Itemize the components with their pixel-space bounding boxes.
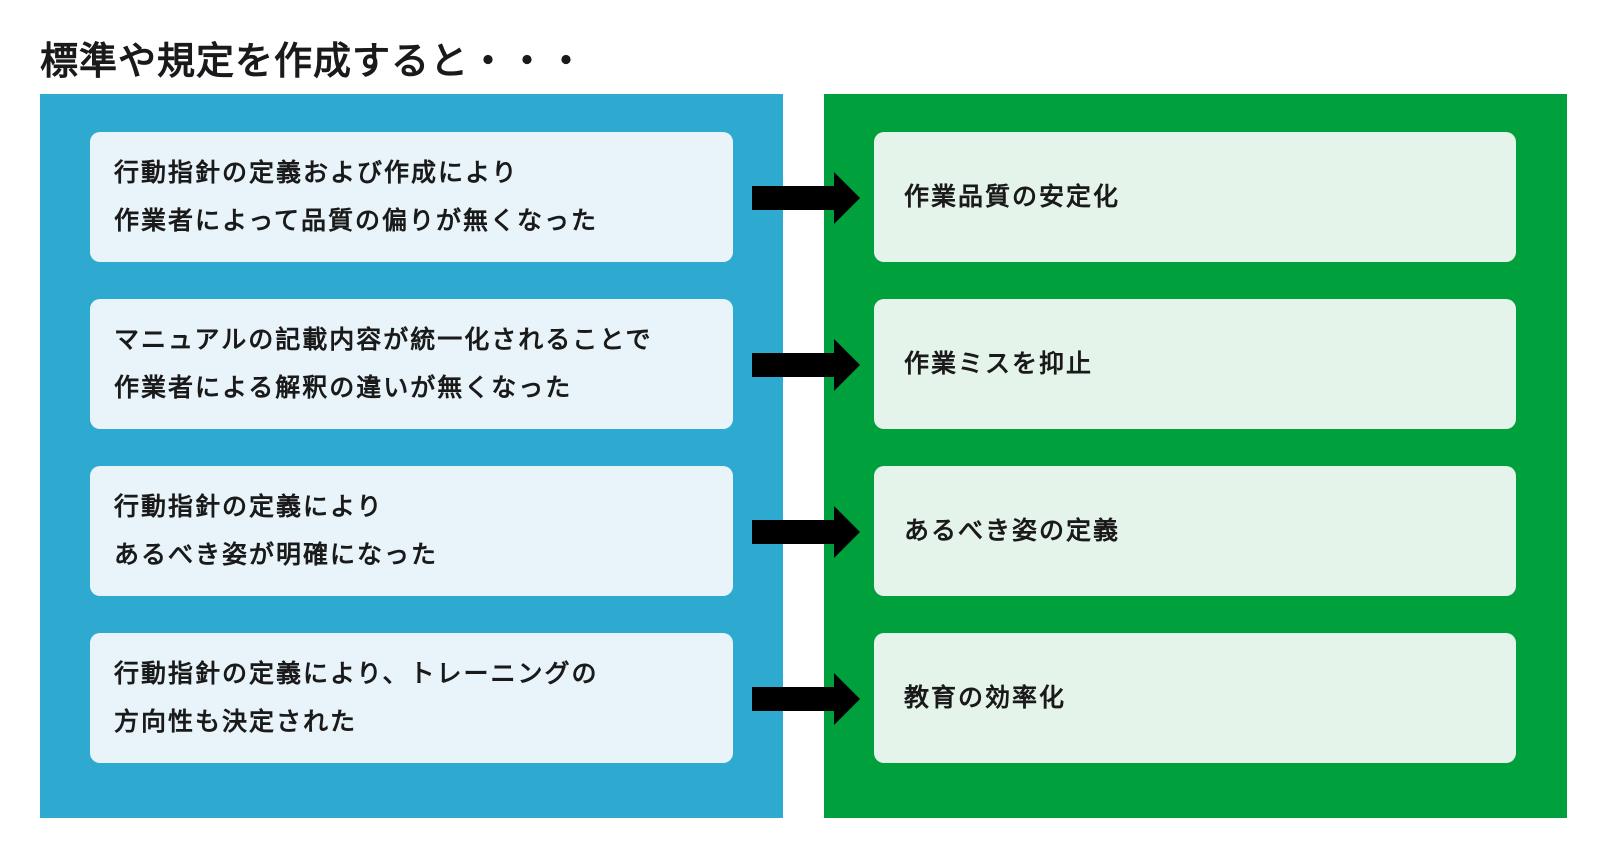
effect-label: 作業品質の安定化 xyxy=(904,182,1121,211)
arrow-right-icon xyxy=(752,172,860,224)
effect-label: 作業ミスを抑止 xyxy=(904,349,1094,378)
cause-card-1: 行動指針の定義および作成により 作業者によって品質の偏りが無くなった xyxy=(90,132,733,262)
arrow-right-icon xyxy=(752,339,860,391)
cause-line: 行動指針の定義により xyxy=(114,492,384,521)
cause-line: 行動指針の定義および作成により xyxy=(114,158,519,187)
cause-line: 方向性も決定された xyxy=(114,707,358,736)
cause-line: 作業者によって品質の偏りが無くなった xyxy=(114,206,599,235)
cause-line: あるべき姿が明確になった xyxy=(114,540,439,569)
effect-label: あるべき姿の定義 xyxy=(904,516,1121,545)
causes-panel: 行動指針の定義および作成により 作業者によって品質の偏りが無くなった マニュアル… xyxy=(40,94,783,818)
arrow-right-icon xyxy=(752,506,860,558)
page-title: 標準や規定を作成すると・・・ xyxy=(40,39,587,83)
cause-line: 作業者による解釈の違いが無くなった xyxy=(114,373,573,402)
effects-panel: 作業品質の安定化 作業ミスを抑止 あるべき姿の定義 教育の効率化 xyxy=(824,94,1567,818)
cause-card-4: 行動指針の定義により、トレーニングの 方向性も決定された xyxy=(90,633,733,763)
effect-card-2: 作業ミスを抑止 xyxy=(874,299,1516,429)
cause-line: 行動指針の定義により、トレーニングの xyxy=(114,659,599,688)
cause-card-2: マニュアルの記載内容が統一化されることで 作業者による解釈の違いが無くなった xyxy=(90,299,733,429)
cause-card-3: 行動指針の定義により あるべき姿が明確になった xyxy=(90,466,733,596)
effect-card-1: 作業品質の安定化 xyxy=(874,132,1516,262)
cause-line: マニュアルの記載内容が統一化されることで xyxy=(114,325,653,354)
arrow-right-icon xyxy=(752,673,860,725)
effect-label: 教育の効率化 xyxy=(904,683,1067,712)
effect-card-4: 教育の効率化 xyxy=(874,633,1516,763)
effect-card-3: あるべき姿の定義 xyxy=(874,466,1516,596)
